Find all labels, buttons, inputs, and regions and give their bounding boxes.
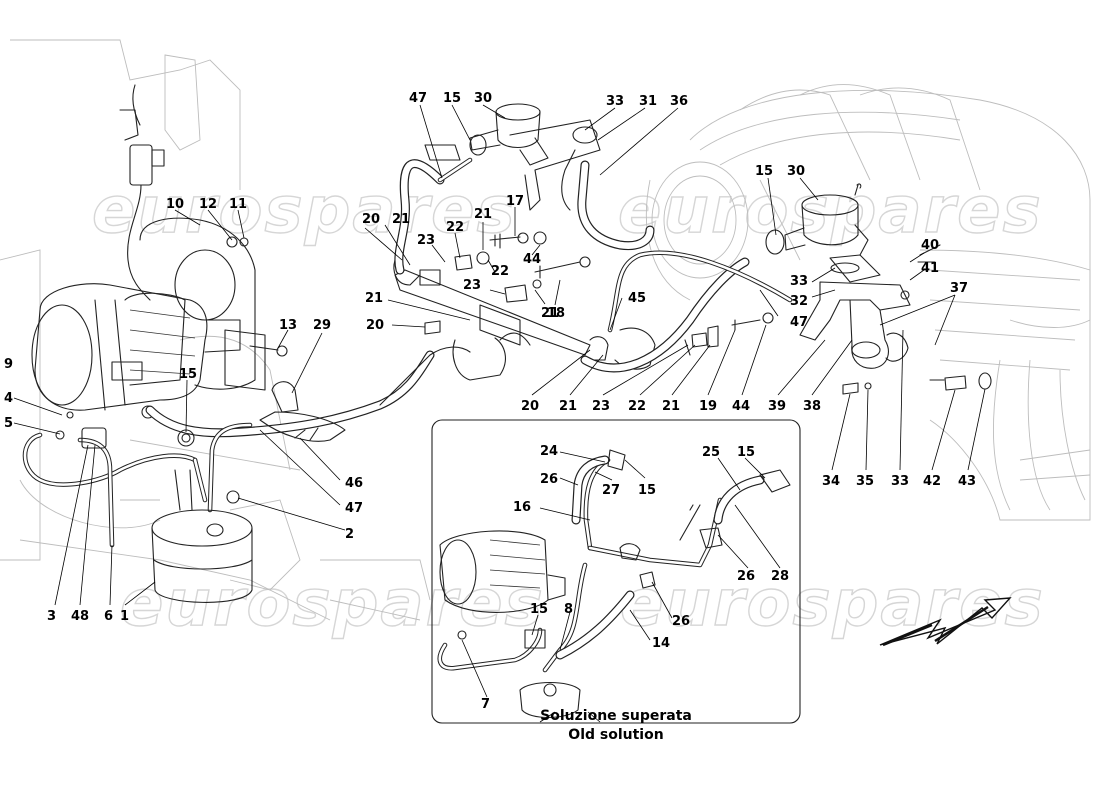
callout: 21 — [392, 212, 410, 227]
callout: 2 — [345, 527, 354, 542]
watermark-1: eurospares — [92, 174, 517, 248]
air-check-valve-right — [765, 183, 941, 369]
callout: 19 — [699, 399, 717, 414]
watermarks: eurospares eurospares eurospares eurospa… — [91, 173, 1045, 641]
callout-numbers: 47 15 30 33 31 36 10 12 11 17 21 22 44 2… — [4, 91, 976, 712]
callout: 22 — [628, 399, 646, 414]
callout: 10 — [166, 197, 184, 212]
callout: 8 — [564, 602, 573, 617]
air-hose-right — [580, 250, 793, 373]
callout: 1 — [120, 609, 129, 624]
inset-caption-line1: Soluzione superata — [540, 708, 692, 724]
callout: 23 — [463, 278, 481, 293]
callout: 15 — [530, 602, 548, 617]
pump-bracket — [139, 217, 266, 391]
callout: 34 — [822, 474, 840, 489]
callout: 20 — [366, 318, 384, 333]
callout: 21 — [474, 207, 492, 222]
callout: 22 — [446, 220, 464, 235]
callout: 4 — [4, 391, 13, 406]
callout: 37 — [950, 281, 968, 296]
callout: 22 — [491, 264, 509, 279]
callout: 15 — [755, 164, 773, 179]
leader-lines — [13, 104, 986, 723]
callout: 35 — [856, 474, 874, 489]
callout: 26 — [540, 472, 558, 487]
air-manifold-center — [393, 144, 656, 381]
callout: 26 — [672, 614, 690, 629]
callout: 23 — [417, 233, 435, 248]
callout: 33 — [891, 474, 909, 489]
callout: 14 — [652, 636, 670, 651]
callout: 25 — [702, 445, 720, 460]
callout: 44 — [732, 399, 750, 414]
air-check-valve-top — [469, 103, 549, 166]
callout: 33 — [606, 94, 624, 109]
callout: 47 — [790, 315, 808, 330]
callout: 21 — [541, 306, 559, 321]
callout: 15 — [179, 367, 197, 382]
secondary-air-pump — [31, 283, 241, 419]
callout: 18 — [547, 306, 565, 321]
callout: 31 — [639, 94, 657, 109]
callout: 21 — [662, 399, 680, 414]
callout: 17 — [506, 194, 524, 209]
valve-bracket-top — [509, 119, 655, 251]
callout: 46 — [345, 476, 363, 491]
electrical-connector — [119, 84, 165, 301]
callout: 5 — [4, 416, 13, 431]
fasteners-right — [684, 312, 774, 356]
fasteners-lower-right — [842, 372, 992, 395]
watermark-3: eurospares — [120, 567, 545, 641]
watermark-4: eurospares — [620, 567, 1045, 641]
callout: 16 — [513, 500, 531, 515]
callout: 21 — [365, 291, 383, 306]
air-pipe-main — [145, 346, 471, 442]
direction-arrow-icon — [879, 597, 1012, 647]
callout: 20 — [362, 212, 380, 227]
callout: 44 — [523, 252, 541, 267]
callout: 32 — [790, 294, 808, 309]
callout: 29 — [313, 318, 331, 333]
callout: 23 — [592, 399, 610, 414]
engine-background — [0, 39, 1091, 621]
callout: 43 — [958, 474, 976, 489]
callout: 20 — [521, 399, 539, 414]
callout: 30 — [787, 164, 805, 179]
callout: 15 — [443, 91, 461, 106]
callout: 30 — [474, 91, 492, 106]
callout: 6 — [104, 609, 113, 624]
callout: 3 — [47, 609, 56, 624]
callout: 13 — [279, 318, 297, 333]
fasteners-center — [424, 231, 591, 335]
callout: 28 — [771, 569, 789, 584]
callout: 15 — [737, 445, 755, 460]
callout: 47 — [345, 501, 363, 516]
callout: 38 — [803, 399, 821, 414]
callout: 15 — [638, 483, 656, 498]
callout: 24 — [540, 444, 558, 459]
callout: 40 — [921, 238, 939, 253]
callout: 41 — [921, 261, 939, 276]
callout: 11 — [229, 197, 247, 212]
callout: 33 — [790, 274, 808, 289]
callout: 7 — [481, 697, 490, 712]
callout: 9 — [4, 357, 13, 372]
callout: 45 — [628, 291, 646, 306]
vacuum-reservoir — [151, 469, 253, 603]
callout: 48 — [71, 609, 89, 624]
callout: 36 — [670, 94, 688, 109]
callout: 26 — [737, 569, 755, 584]
callout: 12 — [199, 197, 217, 212]
callout: 47 — [409, 91, 427, 106]
callout: 27 — [602, 483, 620, 498]
inset-caption-line2: Old solution — [568, 727, 663, 743]
watermark-2: eurospares — [618, 174, 1043, 248]
callout: 39 — [768, 399, 786, 414]
callout: 42 — [923, 474, 941, 489]
callout: 21 — [559, 399, 577, 414]
